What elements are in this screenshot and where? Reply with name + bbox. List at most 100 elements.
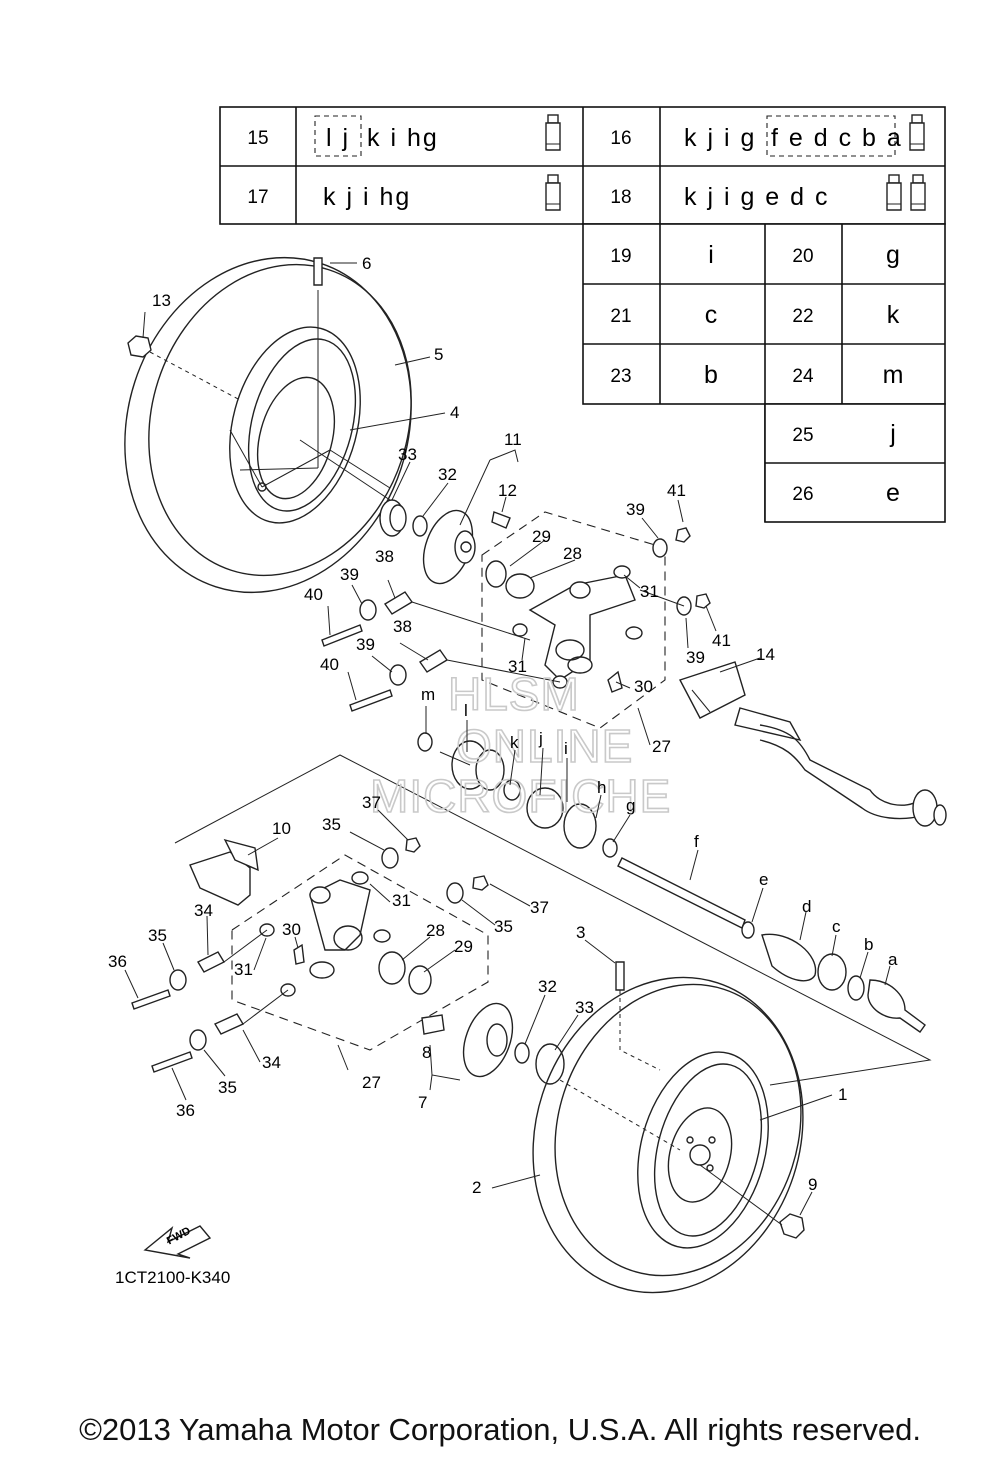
callout-leaders <box>124 262 891 1216</box>
callout-33: 33 <box>398 445 417 464</box>
svg-text:HLSM: HLSM <box>448 668 580 720</box>
callout-33: 33 <box>575 998 594 1017</box>
table-part-24: 24 <box>792 366 814 387</box>
callout-35: 35 <box>148 926 167 945</box>
callout-38: 38 <box>375 547 394 566</box>
table-codes-18: k j i g e d c <box>684 183 830 211</box>
letter-d: d <box>802 897 811 916</box>
table-codes-16: k j i g <box>684 124 756 152</box>
upper-wheel-assembly <box>124 256 412 594</box>
table-part-18: 18 <box>610 187 631 208</box>
callout-31: 31 <box>234 960 253 979</box>
callout-39: 39 <box>356 635 375 654</box>
letter-l: l <box>464 701 468 720</box>
grease-tube-icon <box>545 114 561 151</box>
table-part-23: 23 <box>610 366 631 387</box>
grease-tube-icon <box>545 174 561 211</box>
letter-m: m <box>421 685 435 704</box>
callout-30: 30 <box>634 677 653 696</box>
callout-labels: 6 13 5 4 11 12 33 32 29 28 39 41 31 39 4… <box>108 254 898 1287</box>
callout-39: 39 <box>340 565 359 584</box>
callout-11: 11 <box>504 430 522 449</box>
callout-1: 1 <box>838 1085 847 1104</box>
table-code-20: g <box>886 241 902 269</box>
callout-6: 6 <box>362 254 371 273</box>
callout-41: 41 <box>667 481 686 500</box>
callout-12: 12 <box>498 481 517 500</box>
callout-29: 29 <box>454 937 473 956</box>
table-code-21: c <box>705 301 720 329</box>
table-part-19: 19 <box>610 246 631 267</box>
callout-39: 39 <box>686 648 705 667</box>
letter-c: c <box>832 917 841 936</box>
grease-tube-icon <box>909 114 925 151</box>
table-code-25: j <box>889 420 898 448</box>
callout-35: 35 <box>218 1078 237 1097</box>
letter-h: h <box>597 778 606 797</box>
table-part-26: 26 <box>792 484 813 505</box>
letter-i: i <box>564 739 568 758</box>
table-codes-16-boxed: f e d c b a <box>771 124 903 152</box>
callout-31: 31 <box>508 657 527 676</box>
letter-e: e <box>759 870 768 889</box>
callout-36: 36 <box>108 952 127 971</box>
callout-35: 35 <box>322 815 341 834</box>
table-part-16: 16 <box>610 128 631 149</box>
callout-28: 28 <box>563 544 582 563</box>
callout-31: 31 <box>392 891 411 910</box>
callout-37: 37 <box>530 898 549 917</box>
copyright-notice: ©2013 Yamaha Motor Corporation, U.S.A. A… <box>79 1412 921 1447</box>
letter-g: g <box>626 796 635 815</box>
callout-40: 40 <box>320 655 339 674</box>
callout-9: 9 <box>808 1175 817 1194</box>
table-code-24: m <box>883 361 906 389</box>
table-code-23: b <box>704 361 720 389</box>
lubrication-table: 15 l j k i hg 16 k j i g f e d c b a 17 … <box>219 106 946 523</box>
callout-3: 3 <box>576 923 585 942</box>
callout-40: 40 <box>304 585 323 604</box>
callout-34: 34 <box>262 1053 281 1072</box>
callout-28: 28 <box>426 921 445 940</box>
table-part-17: 17 <box>247 187 268 208</box>
letter-j: j <box>538 729 543 748</box>
lower-hub-assembly <box>131 837 681 1151</box>
callout-32: 32 <box>438 465 457 484</box>
callout-5: 5 <box>434 345 443 364</box>
callout-37: 37 <box>362 793 381 812</box>
callout-41: 41 <box>712 631 731 650</box>
callout-38: 38 <box>393 617 412 636</box>
table-part-22: 22 <box>792 306 813 327</box>
forward-arrow-icon: FWD <box>143 1225 212 1259</box>
callout-30: 30 <box>282 920 301 939</box>
callout-14: 14 <box>756 645 775 664</box>
lower-wheel-assembly <box>532 976 805 1294</box>
watermark: HLSM ONLINE MICROFICHE <box>369 667 671 823</box>
grease-tube-icon <box>886 174 902 211</box>
assembly-bracket <box>174 754 932 1086</box>
callout-35: 35 <box>494 917 513 936</box>
callout-29: 29 <box>532 527 551 546</box>
table-code-26: e <box>886 479 902 507</box>
letter-b: b <box>864 935 873 954</box>
callout-4: 4 <box>450 403 459 422</box>
callout-8: 8 <box>422 1043 431 1062</box>
callout-39: 39 <box>626 500 645 519</box>
callout-2: 2 <box>472 1178 481 1197</box>
letter-a: a <box>888 950 898 969</box>
table-part-25: 25 <box>792 425 813 446</box>
table-codes-15: k i hg <box>367 124 439 152</box>
table-part-15: 15 <box>247 128 268 149</box>
upper-hub-assembly <box>321 499 711 729</box>
letter-f: f <box>694 832 699 851</box>
grease-tube-icon <box>910 174 926 211</box>
callout-10: 10 <box>272 819 291 838</box>
callout-34: 34 <box>194 901 213 920</box>
diagram-code: 1CT2100-K340 <box>115 1268 230 1287</box>
callout-27: 27 <box>652 737 671 756</box>
table-part-21: 21 <box>610 306 631 327</box>
table-part-20: 20 <box>792 246 813 267</box>
upper-drive-shaft <box>417 661 947 1033</box>
callout-36: 36 <box>176 1101 195 1120</box>
callout-27: 27 <box>362 1073 381 1092</box>
